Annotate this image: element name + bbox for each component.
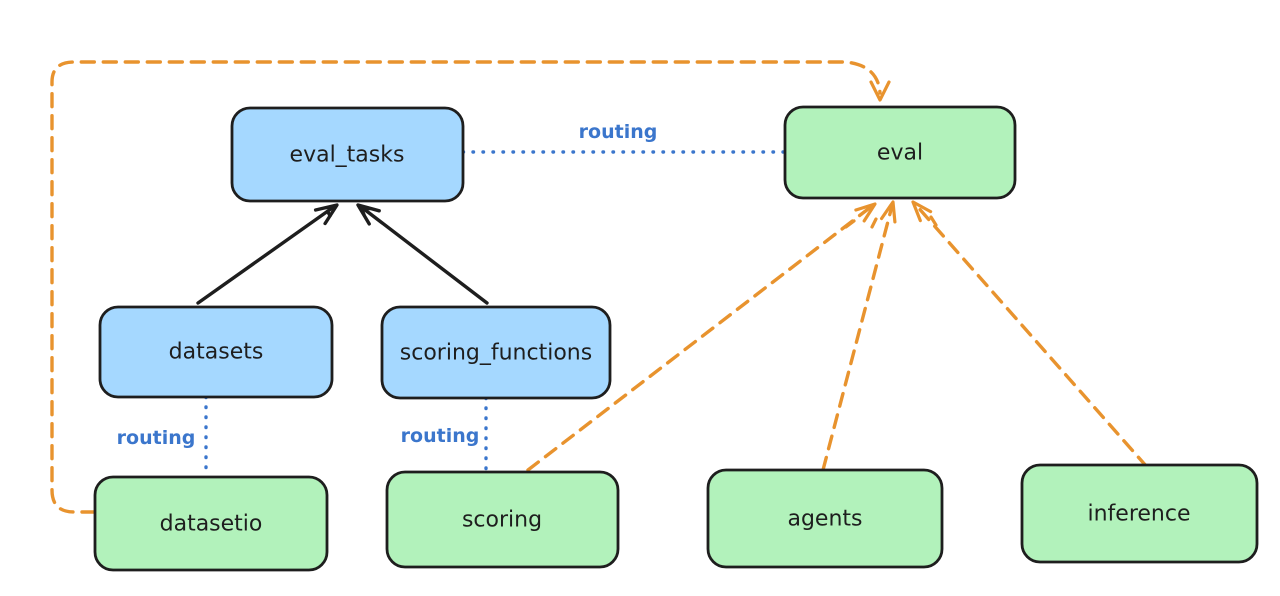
routing-label-scoring: routing <box>401 425 480 447</box>
edge-datasetio-eval <box>50 60 882 514</box>
node-datasetio-label: datasetio <box>160 512 263 537</box>
node-agents-box <box>706 468 944 569</box>
node-scoring-functions: scoring_functions <box>380 305 612 400</box>
edge-agents-eval-arrowhead <box>870 200 897 229</box>
node-eval-tasks-label: eval_tasks <box>290 143 405 168</box>
node-datasetio-box <box>93 475 329 572</box>
edge-scoring-eval <box>526 204 874 472</box>
edge-datasets-eval-tasks <box>196 204 337 305</box>
node-eval-label: eval <box>877 141 923 166</box>
node-datasets-box <box>98 305 334 399</box>
node-datasets: datasets <box>98 305 334 399</box>
edge-agents-eval <box>821 204 894 472</box>
node-inference: inference <box>1020 463 1259 564</box>
node-scoring-box <box>385 470 620 569</box>
node-inference-label: inference <box>1087 502 1190 527</box>
node-scoring-label: scoring <box>462 508 542 533</box>
edge-scoring-functions-eval-tasks <box>358 204 489 305</box>
edge-inference-eval-arrowhead <box>911 200 938 227</box>
node-datasetio: datasetio <box>93 475 329 572</box>
node-agents: agents <box>706 468 944 569</box>
node-agents-label: agents <box>787 507 862 532</box>
node-eval-tasks-box <box>230 106 465 203</box>
node-inference-box <box>1020 463 1259 564</box>
edge-scoring-functions-eval-tasks-arrowhead <box>356 203 381 226</box>
node-eval: eval <box>783 105 1017 200</box>
node-scoring-functions-box <box>380 305 612 400</box>
node-eval-box <box>783 105 1017 200</box>
edge-datasetio-eval-arrowhead <box>869 80 891 102</box>
edge-inference-eval <box>914 203 1149 469</box>
edge-datasets-eval-tasks-arrowhead <box>313 203 339 226</box>
routing-label-datasetio: routing <box>117 427 196 449</box>
node-scoring: scoring <box>385 470 620 569</box>
routing-label-top: routing <box>579 121 658 143</box>
node-datasets-label: datasets <box>169 340 264 365</box>
edge-scoring-eval-arrowhead <box>844 202 877 229</box>
node-eval-tasks: eval_tasks <box>230 106 465 203</box>
node-scoring-functions-label: scoring_functions <box>400 341 592 366</box>
